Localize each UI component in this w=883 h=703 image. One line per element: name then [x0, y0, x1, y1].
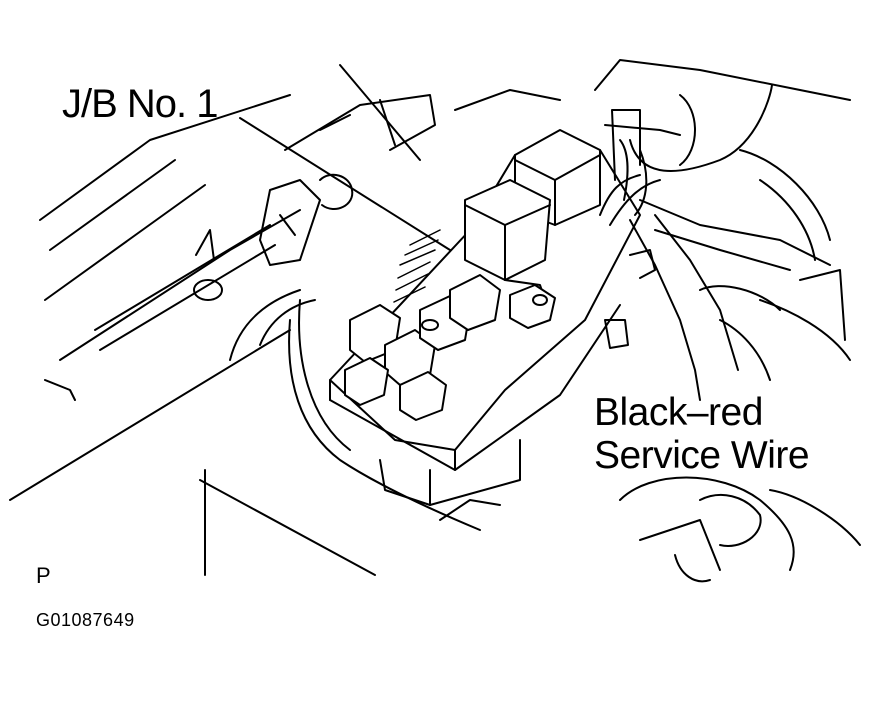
junction-block-label: J/B No. 1	[62, 82, 219, 126]
service-wire-label: Black–red Service Wire	[594, 391, 810, 478]
fuses	[344, 229, 556, 421]
service-wire-label-line1: Black–red	[594, 391, 763, 434]
wire-harness	[599, 84, 773, 401]
engine-bay-components	[594, 59, 861, 583]
mounting-bracket	[193, 173, 354, 301]
jb-leader-line	[239, 117, 451, 251]
figure-code-label: G01087649	[36, 610, 135, 630]
body-panel	[9, 64, 561, 576]
service-wire-label-line2: Service Wire	[594, 433, 810, 477]
relays	[464, 129, 601, 301]
fender-curve	[229, 289, 481, 531]
view-marker-label: P	[36, 563, 51, 588]
